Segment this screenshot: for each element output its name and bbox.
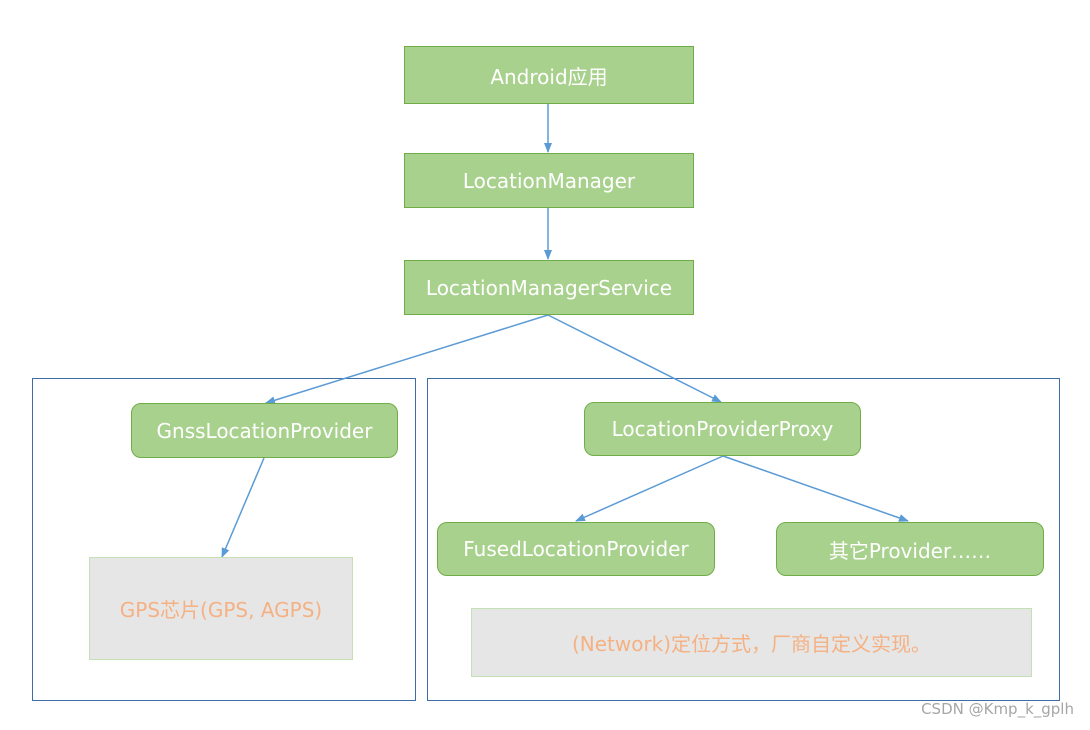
arrow-proxy-to-fused (575, 455, 724, 522)
arrow-service-to-gnss (265, 314, 549, 405)
gnss-location-provider-node: GnssLocationProvider (131, 403, 398, 458)
gps-chip-note: GPS芯片(GPS, AGPS) (89, 557, 353, 660)
gnss-group-frame (32, 378, 416, 701)
other-provider-node: 其它Provider…… (776, 522, 1044, 576)
location-manager-service-node: LocationManagerService (404, 260, 694, 315)
network-group-frame (427, 378, 1060, 701)
watermark: CSDN @Kmp_k_gplh (921, 700, 1074, 718)
location-manager-node: LocationManager (404, 153, 694, 208)
fused-location-provider-node: FusedLocationProvider (437, 522, 715, 576)
android-app-node: Android应用 (404, 46, 694, 104)
arrow-service-to-proxy (547, 314, 722, 403)
network-impl-note: (Network)定位方式，厂商自定义实现。 (471, 608, 1032, 677)
arrow-proxy-to-other (722, 455, 909, 522)
arrow-gnss-to-gps-chip (221, 457, 265, 558)
location-provider-proxy-node: LocationProviderProxy (584, 402, 861, 456)
